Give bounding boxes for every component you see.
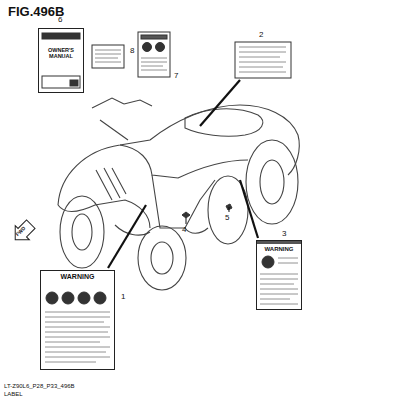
warning-label: WARNING [256, 240, 302, 310]
callout-number: 2 [259, 31, 263, 39]
warning-label: WARNING [40, 270, 115, 370]
owners-manual: OWNER'S MANUAL [38, 28, 84, 93]
drawing-code: LT-Z90L6_P28_P33_496B [4, 383, 75, 389]
figure-caption: LABEL [4, 391, 23, 397]
callout-number: 5 [225, 214, 229, 222]
callout-number: 6 [58, 16, 62, 24]
figure-title: FIG.496B [8, 5, 64, 18]
label-text: OWNER'S MANUAL [39, 47, 83, 59]
callout-number: 3 [282, 230, 286, 238]
callout-number: 8 [130, 47, 134, 55]
callout-number: 4 [182, 226, 186, 234]
callout-number: 7 [174, 72, 178, 80]
label-text: WARNING [257, 246, 301, 253]
label-text: WARNING [41, 273, 114, 281]
callout-number: 1 [121, 293, 125, 301]
